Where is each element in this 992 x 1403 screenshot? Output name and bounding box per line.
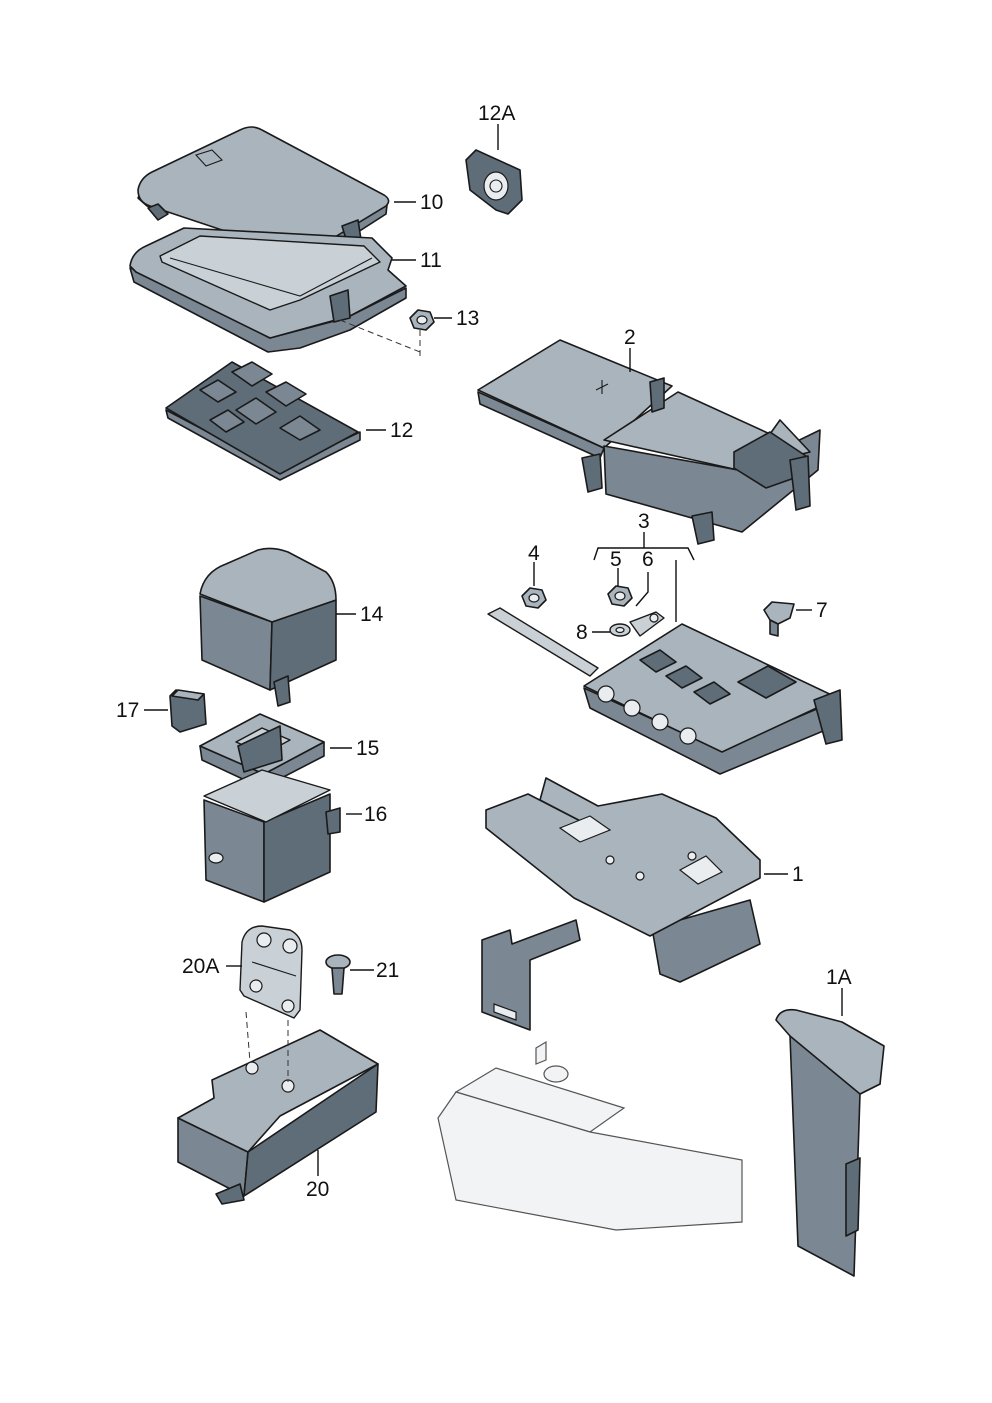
part-2-main-cover	[477, 339, 821, 545]
part-11-frame	[129, 227, 407, 353]
part-7-fuse	[763, 601, 795, 637]
part-12a-grommet	[465, 149, 523, 215]
callout-15: 15	[356, 737, 379, 760]
callout-13: 13	[456, 307, 479, 330]
part-8-washer	[609, 623, 631, 637]
part-17-relay	[169, 689, 207, 733]
callout-17: 17	[116, 699, 139, 722]
callout-20: 20	[306, 1178, 329, 1201]
callout-7: 7	[816, 599, 828, 622]
callout-5: 5	[610, 548, 622, 571]
part-5-nut	[607, 585, 633, 607]
callout-10: 10	[420, 191, 443, 214]
callout-11: 11	[420, 249, 442, 272]
callout-16: 16	[364, 803, 387, 826]
part-16-relay-housing	[203, 769, 341, 903]
part-14-relay-cover	[199, 547, 337, 707]
callout-12a: 12A	[478, 102, 515, 125]
part-4-nut	[521, 587, 547, 609]
callout-3: 3	[638, 510, 650, 533]
part-20-control-unit	[177, 1029, 379, 1205]
callout-6: 6	[642, 548, 654, 571]
callout-1a: 1A	[826, 966, 852, 989]
part-6-terminal	[629, 611, 665, 637]
part-20-alignment-dash	[245, 1011, 289, 1082]
part-12-relay-carrier	[165, 361, 361, 481]
callout-12: 12	[390, 419, 413, 442]
part-20a-bracket-plate	[239, 925, 303, 1019]
callout-21: 21	[376, 959, 399, 982]
battery-ghost	[437, 1040, 743, 1231]
callout-8: 8	[576, 621, 588, 644]
callout-2: 2	[624, 326, 636, 349]
callout-1: 1	[792, 863, 804, 886]
callout-20a: 20A	[182, 955, 219, 978]
part-1-bracket	[481, 777, 761, 1031]
callout-4: 4	[528, 542, 540, 565]
part-21-screw	[325, 954, 351, 995]
part-3-fuse-carrier	[487, 607, 843, 775]
callout-14: 14	[360, 603, 384, 626]
part-13-nut	[409, 309, 435, 331]
part-13-alignment-dash	[339, 319, 421, 356]
part-1a-cover-strip	[775, 1008, 885, 1277]
